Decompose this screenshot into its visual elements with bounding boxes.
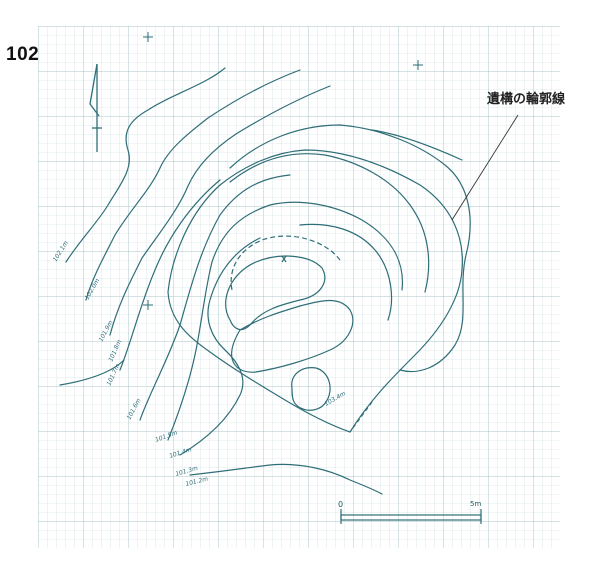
- contour-line: [299, 223, 393, 321]
- contour-line: [85, 69, 301, 301]
- contour-line: [167, 201, 404, 441]
- site-outline: [167, 149, 463, 433]
- dashed-contour: [230, 235, 341, 291]
- contour-lines: [59, 67, 471, 495]
- small-depression: [291, 367, 331, 411]
- scale-end-label: 5m: [470, 500, 482, 508]
- scale-start-label: 0: [338, 500, 344, 509]
- inner-features: [225, 235, 354, 411]
- figure-number: 102: [6, 44, 40, 65]
- contour-line: [229, 153, 430, 293]
- site-outline-dashed: [349, 401, 373, 433]
- contour-line: [179, 237, 261, 456]
- contour-line: [65, 67, 226, 263]
- north-arrow: [89, 63, 102, 152]
- inner-ring: [231, 299, 354, 373]
- contour-line: [371, 129, 463, 161]
- contour-line: [139, 174, 291, 421]
- contour-line: [59, 359, 125, 386]
- outline-annotation: 遺構の輪郭線: [487, 92, 566, 107]
- contour-line: [119, 179, 221, 371]
- summit-oval: [225, 255, 326, 331]
- grid-paper: [38, 26, 560, 548]
- outline-of-remains: [167, 149, 463, 433]
- contour-line: [189, 463, 383, 495]
- contour-line: [229, 124, 471, 373]
- leader-line: [451, 114, 519, 221]
- summit-marker: [281, 255, 287, 263]
- scale-bar: [340, 509, 482, 524]
- survey-cross-marks: [143, 32, 423, 310]
- contour-line: [109, 85, 331, 336]
